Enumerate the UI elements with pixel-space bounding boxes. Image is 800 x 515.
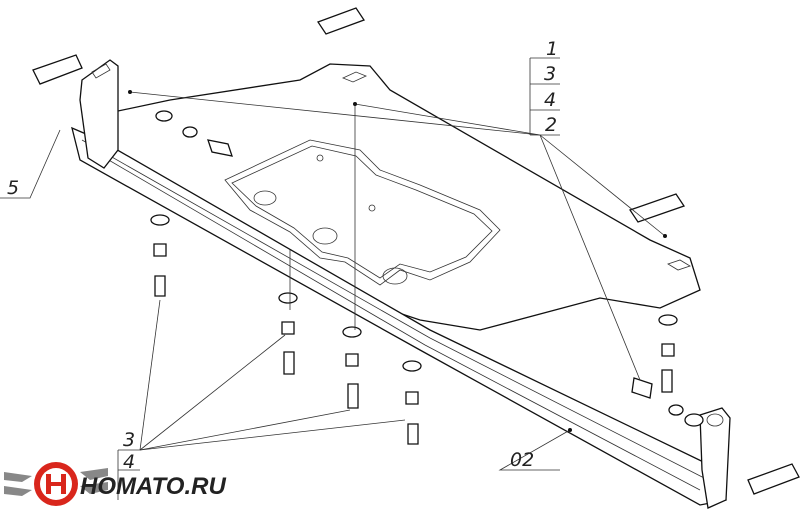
bolt-group-2 — [278, 292, 298, 375]
callout-2: 2 — [545, 114, 557, 136]
callout-labels: 1 3 4 2 5 3 4 02 — [7, 38, 558, 473]
front-beam — [71, 126, 727, 506]
fasteners — [150, 110, 704, 445]
callout-5: 5 — [7, 177, 19, 199]
right-end-plate — [699, 407, 731, 509]
callout-4-top: 4 — [544, 89, 556, 111]
callout-1: 1 — [546, 38, 558, 60]
bolt-group-3 — [342, 326, 362, 409]
logo-wing-icon — [4, 472, 32, 496]
spacer-plates — [32, 7, 800, 495]
homato-logo: HOMATO.RU — [4, 462, 226, 506]
bolt-group-1 — [150, 214, 170, 297]
leader-lines — [0, 57, 667, 500]
bolt-group-top — [155, 110, 233, 157]
left-end-plate — [79, 59, 119, 169]
bolt-group-4 — [402, 360, 422, 445]
logo-text: HOMATO.RU — [80, 473, 226, 500]
callout-02: 02 — [510, 449, 534, 471]
callout-3-bottom: 3 — [123, 429, 135, 451]
bolt-group-right — [631, 314, 704, 427]
callout-4-bottom: 4 — [123, 451, 135, 473]
callout-3-top: 3 — [544, 63, 556, 85]
